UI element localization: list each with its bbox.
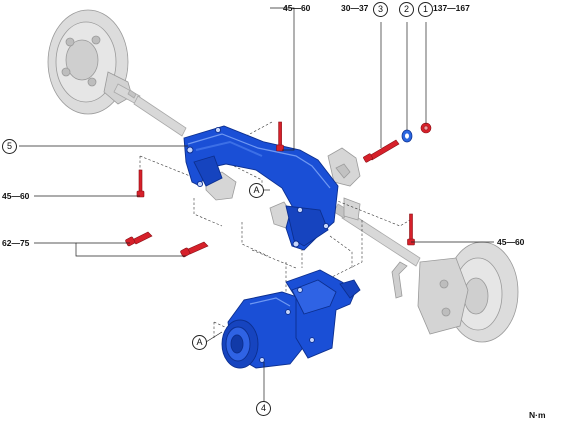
bolt-top-center <box>276 121 284 152</box>
torque-label-top-mid: 30—37 <box>341 3 369 13</box>
callout-1: 1 <box>418 2 433 17</box>
bolt-part-3 <box>363 139 400 163</box>
torque-label-top-center: 45—60 <box>283 3 311 13</box>
callout-4: 4 <box>256 401 271 416</box>
torque-label-left-lower: 62—75 <box>2 238 30 248</box>
torque-label-left-upper: 45—60 <box>2 191 30 201</box>
eps-motor-unit <box>221 269 361 369</box>
bolt-right-vertical <box>407 213 415 246</box>
right-wheel-hub <box>391 241 519 343</box>
bolt-left-diagonal-2 <box>180 241 209 258</box>
torque-label-top-right: 137—167 <box>433 3 470 13</box>
bolt-left-vertical <box>136 169 145 198</box>
steering-gear-subframe <box>183 125 339 251</box>
washer-part-2 <box>401 129 413 143</box>
callout-a-upper: A <box>249 183 264 198</box>
callout-5: 5 <box>2 139 17 154</box>
left-wheel-hub <box>47 9 133 115</box>
callout-2: 2 <box>399 2 414 17</box>
callout-a-lower: A <box>192 335 207 350</box>
torque-unit-label: N·m <box>529 410 546 420</box>
left-tie-rod <box>113 83 187 137</box>
bolts <box>125 121 432 258</box>
leader-lines <box>19 7 494 402</box>
callout-3: 3 <box>373 2 388 17</box>
torque-label-right-mid: 45—60 <box>497 237 525 247</box>
nut-part-1 <box>420 122 432 134</box>
bolt-left-diagonal-1 <box>125 231 153 247</box>
